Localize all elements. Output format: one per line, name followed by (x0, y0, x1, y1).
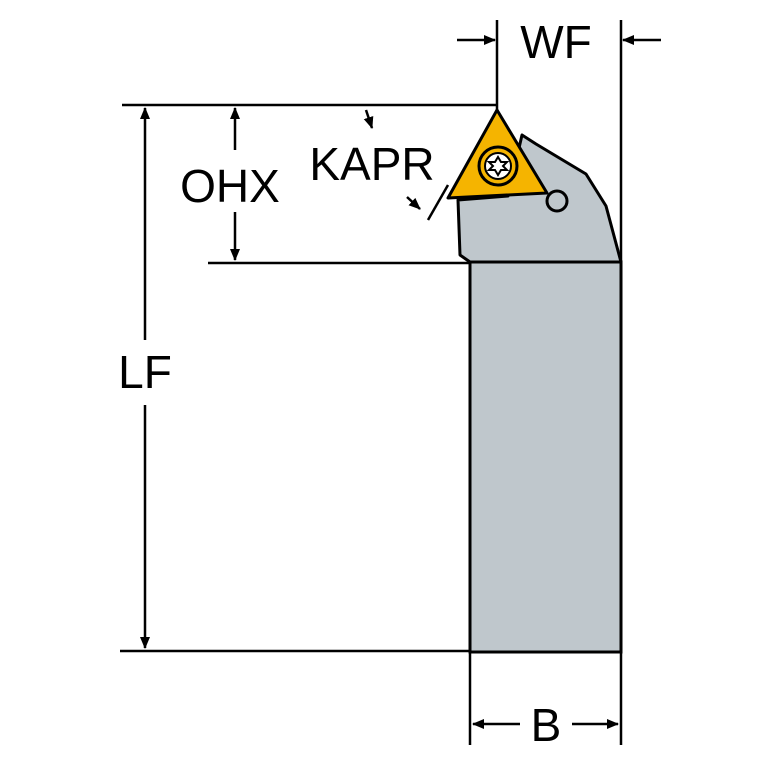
kapr-arrow-top (363, 109, 374, 129)
kapr-arrow-bottom (406, 196, 421, 210)
label-ohx: OHX (180, 160, 280, 212)
label-wf: WF (520, 16, 592, 68)
label-b: B (531, 699, 562, 751)
label-lf: LF (118, 346, 172, 398)
kapr-line (426, 184, 450, 221)
insert-screw-icon (477, 145, 519, 187)
clamp-screw (545, 189, 569, 213)
label-kapr: KAPR (309, 138, 434, 190)
holder-shank (468, 260, 623, 654)
